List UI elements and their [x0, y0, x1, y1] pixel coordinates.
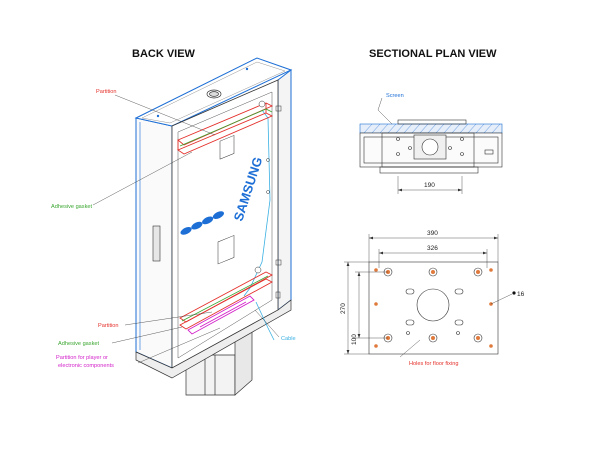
label-cable: Cable — [281, 336, 296, 342]
back-view-title: BACK VIEW — [132, 48, 196, 60]
dim-270: 270 — [340, 303, 347, 314]
center-hole — [416, 288, 450, 322]
sectional-plan-view-title: SECTIONAL PLAN VIEW — [369, 48, 497, 60]
sectional-plan-drawing — [359, 119, 503, 194]
dim-190: 190 — [424, 182, 435, 189]
diameter-bullet-icon — [512, 291, 516, 295]
adhesive-gasket — [179, 108, 273, 322]
dim-390: 390 — [427, 230, 438, 237]
label-holes-floor-fixing: Holes for floor fixing — [409, 361, 458, 367]
dim-100: 100 — [351, 334, 358, 345]
label-partition-player-2: electronic components — [58, 363, 114, 369]
partition-top — [177, 102, 274, 155]
player-partition — [187, 295, 255, 335]
label-adhesive-gasket-top: Adhesive gasket — [51, 204, 92, 210]
dim-326: 326 — [427, 245, 438, 252]
label-adhesive-gasket-bottom: Adhesive gasket — [58, 341, 99, 347]
fixing-hole-icon — [383, 267, 483, 343]
label-partition-top: Partition — [96, 89, 117, 95]
label-screen: Screen — [386, 93, 404, 99]
label-partition-player-1: Partition for player or — [56, 355, 108, 361]
cabinet-back-view — [134, 57, 293, 396]
label-partition-bottom: Partition — [98, 323, 119, 329]
dim-16: 16 — [517, 291, 525, 298]
floor-plate-drawing — [344, 234, 513, 358]
partition-lower — [179, 271, 273, 330]
